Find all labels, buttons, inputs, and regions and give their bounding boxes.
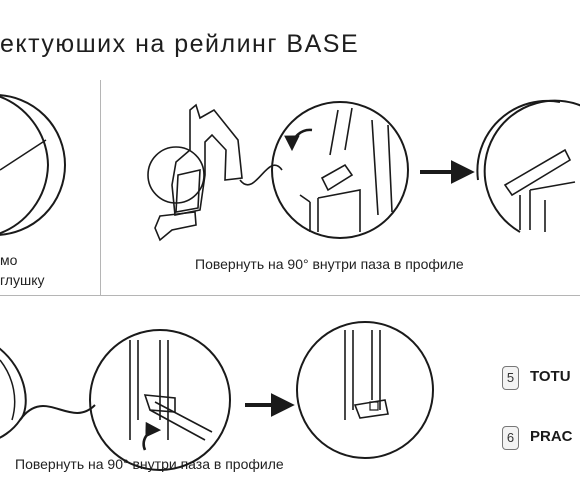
page-title: ектуюших на рейлинг BASE (0, 30, 360, 58)
zoom-detail-circle-1 (271, 101, 409, 239)
step-bottom-caption: Повернуть на 90° внутри паза в профиле (15, 456, 284, 472)
zoom-detail-circle-3 (89, 329, 231, 471)
horizontal-divider (0, 295, 580, 296)
left-caption-line2: глушку (0, 272, 45, 288)
zoom-detail-circle-2 (476, 99, 580, 233)
component-name: TOTU (530, 368, 571, 385)
left-detail-circle-top (0, 94, 66, 236)
component-number-badge: 6 (502, 426, 519, 450)
step-top-caption: Повернуть на 90° внутри паза в профиле (195, 256, 464, 272)
left-caption-line1: мо (0, 252, 18, 268)
left-detail-circle-bottom (0, 347, 96, 439)
component-name: PRAC (530, 428, 573, 445)
component-number-badge: 5 (502, 366, 519, 390)
zoom-detail-circle-4 (296, 321, 434, 459)
vertical-divider (100, 80, 101, 295)
rail-profile-top (147, 103, 283, 242)
